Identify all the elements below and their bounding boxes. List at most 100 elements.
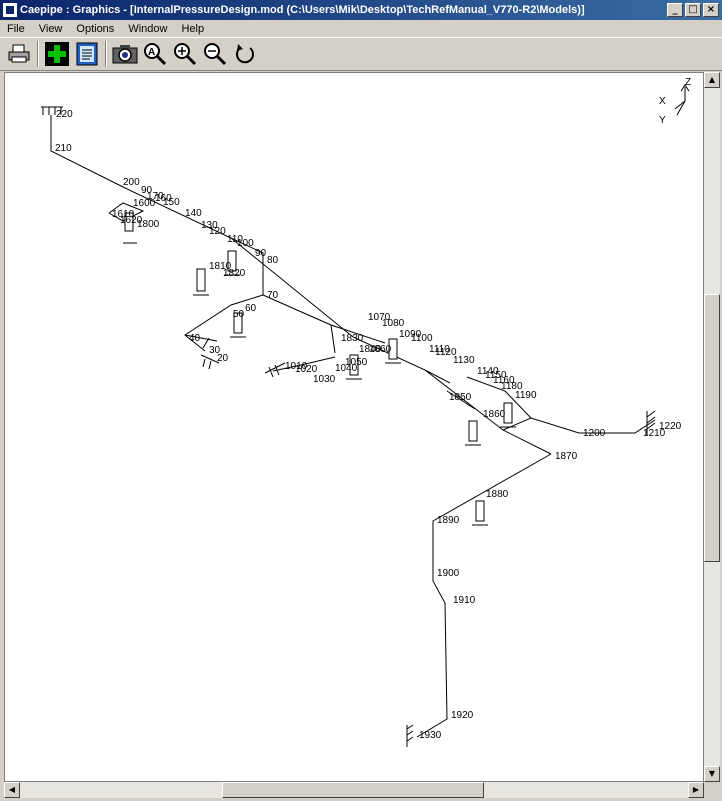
node-label-220: 220 [56,109,73,120]
node-label-200: 200 [123,177,140,188]
menu-bar: File View Options Window Help [0,20,722,37]
zoom-in-icon [174,43,197,66]
node-label-1160: 1160 [493,375,515,386]
zoom-in-button[interactable] [170,40,200,68]
graphics-canvas[interactable]: Z X Y [4,72,704,782]
node-label-150: 150 [163,197,180,208]
node-label-1120: 1120 [435,347,457,358]
list-button[interactable] [72,40,102,68]
node-label-1840: 1840 [359,344,382,355]
node-label-1150: 1150 [485,370,507,381]
node-label-1100: 1100 [411,333,433,344]
node-label-1870: 1870 [555,451,578,462]
node-label-1190: 1190 [515,390,537,401]
menu-view[interactable]: View [38,22,63,35]
window-controls: _ □ × [667,3,719,17]
node-label-1800: 1800 [137,219,160,230]
node-label-1900: 1900 [437,568,460,579]
title-bar: Caepipe : Graphics - [InternalPressureDe… [0,0,722,20]
window-title: Caepipe : Graphics - [InternalPressureDe… [20,4,585,16]
node-label-20: 20 [217,353,229,364]
add-green-icon [45,42,69,66]
node-label-1050: 1050 [345,357,368,368]
scroll-left-button[interactable]: ◀ [4,782,20,798]
node-label-210: 210 [55,143,72,154]
node-label-1820: 1820 [223,268,246,279]
axis-x-label: X [659,96,666,107]
node-label-1030: 1030 [313,374,336,385]
node-labels: 2202102009017016015016001610162018001401… [55,109,682,741]
node-label-160: 160 [155,193,172,204]
toolbar-separator [37,41,39,67]
horizontal-scroll-thumb[interactable] [222,782,484,798]
svg-text:A: A [148,47,155,58]
maximize-button[interactable]: □ [685,3,701,17]
list-icon [76,42,98,66]
node-label-30: 30 [209,345,221,356]
node-label-50: 50 [233,309,245,320]
menu-file[interactable]: File [7,22,25,35]
node-label-1040: 1040 [335,363,358,374]
vertical-scroll-thumb[interactable] [704,294,720,562]
zoom-out-button[interactable] [200,40,230,68]
camera-button[interactable] [110,40,140,68]
rotate-button[interactable] [230,40,260,68]
node-label-1080: 1080 [382,318,405,329]
node-label-1210: 1210 [643,428,666,439]
node-label-100: 100 [237,238,254,249]
node-label-130: 130 [201,220,218,231]
app-icon[interactable] [3,3,17,17]
node-label-1830: 1830 [341,333,364,344]
horizontal-scrollbar[interactable]: ◀ ▶ [4,782,704,798]
node-label-1890: 1890 [437,515,460,526]
node-label-1920: 1920 [451,710,474,721]
node-label-1070: 1070 [368,312,391,323]
scroll-up-button[interactable]: ▲ [704,72,720,88]
supports [41,106,656,747]
axis-y-label: Y [659,115,666,126]
print-icon [8,44,30,63]
toolbar-separator [105,41,107,67]
size-grip[interactable] [704,782,720,798]
close-button[interactable]: × [703,3,719,17]
node-label-1620: 1620 [120,215,143,226]
node-label-70: 70 [267,290,279,301]
minimize-button[interactable]: _ [667,3,683,17]
node-label-120: 120 [209,226,226,237]
node-label-1060: 1060 [369,344,392,355]
node-label-1930: 1930 [419,730,442,741]
toolbar: A [0,37,722,71]
node-label-90: 90 [255,248,267,259]
node-label-1880: 1880 [486,489,509,500]
print-button[interactable] [4,40,34,68]
menu-options[interactable]: Options [76,22,115,35]
piping-model-view[interactable]: Z X Y [5,73,703,781]
scroll-right-button[interactable]: ▶ [688,782,704,798]
zoom-out-icon [204,43,227,66]
menu-window[interactable]: Window [128,22,168,35]
node-label-110: 110 [227,234,243,245]
node-label-1130: 1130 [453,355,475,366]
node-label-140: 140 [185,208,202,219]
node-label-1910: 1910 [453,595,476,606]
zoom-auto-button[interactable]: A [140,40,170,68]
vertical-scrollbar[interactable]: ▲ ▼ [704,72,720,782]
node-label-1180: 1180 [501,381,523,392]
node-label-1220: 1220 [659,421,682,432]
node-label-1810: 1810 [209,261,232,272]
node-label-80: 80 [267,255,279,266]
node-label-170: 170 [147,191,164,202]
rotate-icon [236,44,254,64]
camera-icon [112,45,138,64]
node-label-1600: 1600 [133,198,156,209]
menu-help[interactable]: Help [181,22,205,35]
node-label-1090: 1090 [399,329,422,340]
scroll-down-button[interactable]: ▼ [704,766,720,782]
add-element-button[interactable] [42,40,72,68]
node-label-1010: 1010 [285,361,308,372]
node-label-1110: 1110 [429,344,450,355]
zoom-auto-icon: A [144,43,167,66]
axis-triad [674,84,690,116]
node-label-1200: 1200 [583,428,606,439]
node-label-1610: 1610 [112,209,135,220]
